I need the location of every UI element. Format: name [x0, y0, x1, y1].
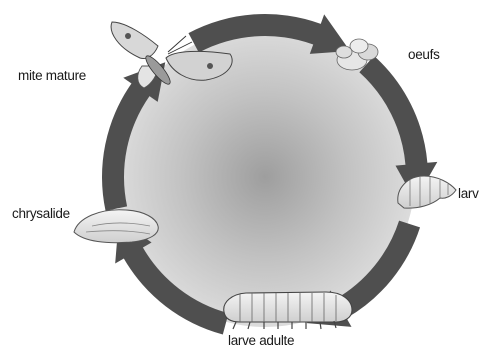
label-mature-moth: mite mature: [18, 68, 86, 83]
label-chrysalis: chrysalide: [12, 206, 70, 221]
chrysalis-illustration: [74, 210, 158, 243]
label-eggs: oeufs: [408, 47, 440, 62]
label-adult-larva: larve adulte: [228, 333, 294, 348]
label-larva: larv: [458, 186, 479, 201]
